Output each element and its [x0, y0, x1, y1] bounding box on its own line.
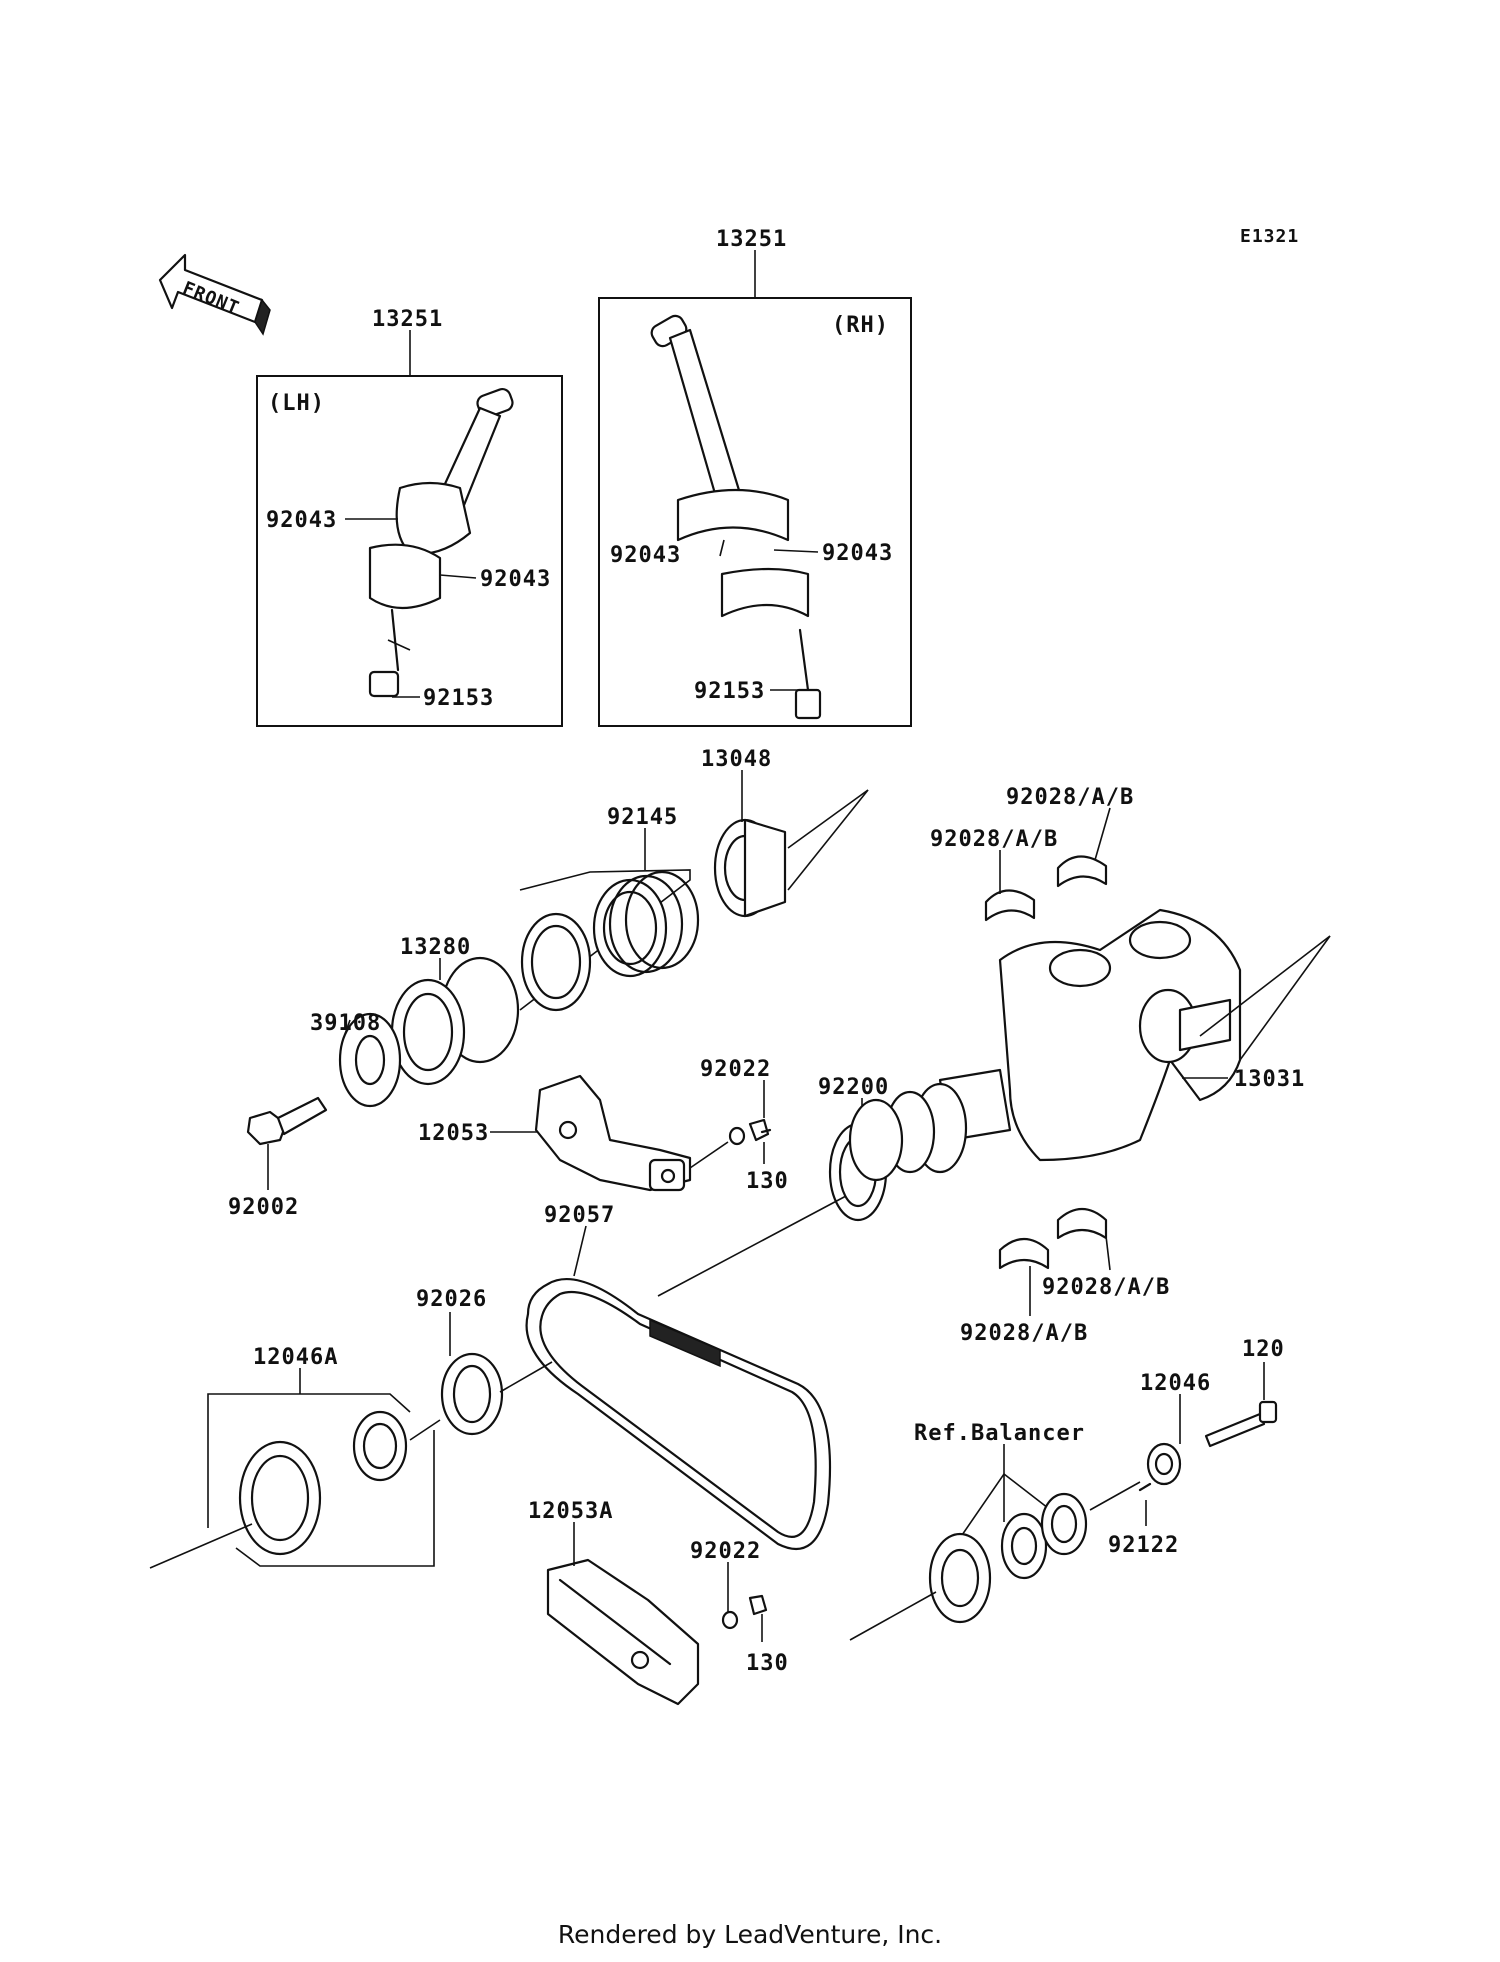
label-lh-bolt: 92153	[423, 686, 494, 711]
label-bolt-92002: 92002	[228, 1195, 299, 1220]
label-ref-balancer: Ref.Balancer	[914, 1421, 1085, 1446]
label-rh-pin-b: 92043	[822, 541, 893, 566]
crankshaft-13031-icon	[848, 908, 1331, 1182]
label-bearing-bl: 92028/A/B	[960, 1321, 1088, 1346]
label-washer-92200: 92200	[818, 1075, 889, 1100]
pin-92122-icon	[1138, 1482, 1152, 1492]
label-rh-tag: (RH)	[832, 313, 889, 338]
lh-connecting-rod-icon	[368, 388, 514, 698]
label-bearing-tl: 92028/A/B	[930, 827, 1058, 852]
washer-39108-icon	[338, 1012, 402, 1108]
footer-credit: Rendered by LeadVenture, Inc.	[557, 1920, 943, 1949]
washer-92022-a-icon	[728, 1118, 772, 1146]
bearing-13048-icon	[713, 789, 869, 918]
gear-12046-icon	[1146, 1442, 1182, 1486]
bearing-shell-br-icon	[1056, 1207, 1108, 1240]
label-washer-92026: 92026	[416, 1287, 487, 1312]
label-crankshaft-13031: 13031	[1234, 1067, 1305, 1092]
label-washer-92022-a: 92022	[700, 1057, 771, 1082]
collar-13280-icon	[390, 956, 520, 1086]
bearing-shell-bl-icon	[998, 1237, 1050, 1270]
diagram-id: E1321	[1240, 226, 1299, 247]
washer-92022-b-icon	[721, 1594, 768, 1630]
label-gear-12046: 12046	[1140, 1371, 1211, 1396]
bolt-120-icon	[1204, 1400, 1278, 1448]
label-bearing-tr: 92028/A/B	[1006, 785, 1134, 810]
label-lh-tag: (LH)	[268, 391, 325, 416]
rh-connecting-rod-icon	[650, 314, 822, 720]
label-bearing-br: 92028/A/B	[1042, 1275, 1170, 1300]
bearing-shell-tl-icon	[984, 889, 1036, 922]
chain-92057-icon	[525, 1277, 832, 1550]
front-arrow-icon: FRONT	[158, 253, 271, 336]
spring-92145-icon	[520, 870, 700, 1012]
label-washer-39108: 39108	[310, 1011, 381, 1036]
bolt-92002-icon	[246, 1096, 328, 1146]
label-screw-130-b: 130	[746, 1651, 789, 1676]
label-bearing-13048: 13048	[701, 747, 772, 772]
label-sprocket-12046A: 12046A	[253, 1345, 338, 1370]
sprocket-12046A-icon	[149, 1410, 441, 1569]
label-guide-12053A: 12053A	[528, 1499, 613, 1524]
guide-12053A-icon	[546, 1558, 700, 1706]
label-rh-bolt: 92153	[694, 679, 765, 704]
label-collar-13280: 13280	[400, 935, 471, 960]
label-spring-92145: 92145	[607, 805, 678, 830]
label-lh-pin-b: 92043	[480, 567, 551, 592]
label-bracket-12053: 12053	[418, 1121, 489, 1146]
label-chain-92057: 92057	[544, 1203, 615, 1228]
label-bolt-120: 120	[1242, 1337, 1285, 1362]
label-screw-130-a: 130	[746, 1169, 789, 1194]
label-rh-pin-a: 92043	[610, 543, 681, 568]
bearing-shell-tr-icon	[1056, 855, 1108, 888]
label-lh-group: 13251	[372, 307, 443, 332]
label-lh-pin-a: 92043	[266, 508, 337, 533]
label-rh-group: 13251	[716, 227, 787, 252]
label-washer-92022-b: 92022	[690, 1539, 761, 1564]
balancer-gear-icon	[849, 1481, 1141, 1641]
label-pin-92122: 92122	[1108, 1533, 1179, 1558]
bracket-12053-icon	[534, 1074, 692, 1192]
washer-92026-icon	[440, 1352, 504, 1436]
